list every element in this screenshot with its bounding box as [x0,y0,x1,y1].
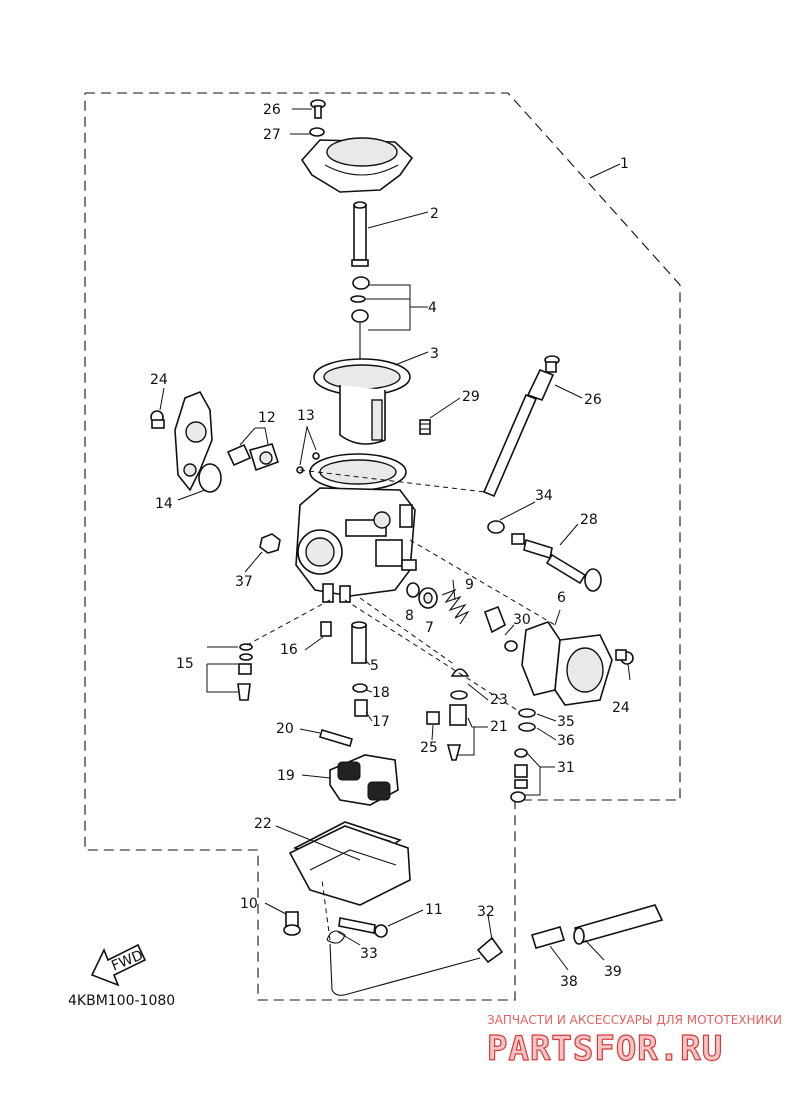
callout-18: 18 [372,685,390,701]
part-2-needle-holder[interactable] [351,201,369,267]
part-33-drain-hose[interactable] [329,936,504,996]
part-40-hose[interactable] [573,904,664,945]
callout-9: 9 [465,577,474,593]
watermark-subtitle: ЗАПЧАСТИ И АКСЕССУАРЫ ДЛЯ МОТОТЕХНИКИ [487,1013,782,1027]
part-18-washer[interactable] [352,683,368,693]
callout-31: 30 [513,612,531,628]
part-37-washer[interactable] [518,722,536,732]
part-15-pilot-screw-set[interactable] [237,643,253,701]
callout-20: 20 [276,721,294,737]
callout-37: 36 [557,733,575,749]
callout-19: 19 [277,768,295,784]
part-24-screw-left[interactable] [150,410,165,429]
part-30-spring[interactable] [419,419,431,435]
callout-6: 6 [557,590,566,606]
throttle-body-bracket[interactable] [174,390,213,492]
callout-34: 33 [360,946,378,962]
part-7-washer[interactable] [418,587,438,609]
part-19-float[interactable] [329,754,399,806]
part-3-diaphragm-piston[interactable] [313,358,411,445]
callout-28: 27 [263,127,281,143]
part-27-screw[interactable] [310,99,326,119]
callout-13: 13 [297,408,315,424]
part-10-screw[interactable] [283,911,301,936]
callout-11: 11 [425,902,443,918]
part-38-nut[interactable] [259,533,281,554]
callout-17: 17 [372,714,390,730]
part-6-diaphragm-cover[interactable] [521,621,613,706]
callout-21: 21 [490,719,508,735]
callout-27: 26 [263,102,281,118]
callout-32: 31 [557,760,575,776]
watermark-brand: PARTSFOR.RU [487,1029,723,1069]
callout-labels: 26 27 1 2 4 3 24 29 26 13 12 14 34 28 37… [150,102,630,990]
carb-top-cap[interactable] [300,137,414,193]
callout-14: 14 [155,496,173,512]
callout-39: 38 [560,974,578,990]
callout-40: 39 [604,964,622,980]
carburetor-body[interactable] [295,453,417,603]
callout-30: 29 [462,389,480,405]
callout-24-left: 24 [150,372,168,388]
part-17-main-jet[interactable] [354,699,368,717]
callout-38: 37 [235,574,253,590]
callout-35: 34 [535,488,553,504]
part-5-needle-jet[interactable] [351,621,367,664]
callout-26: 26 [584,392,602,408]
callout-1: 1 [620,156,629,172]
part-23-cap[interactable] [450,668,470,677]
callout-4: 4 [428,300,437,316]
diagram-code: 4KBM100-1080 [68,993,175,1009]
callout-10: 10 [240,896,258,912]
fwd-arrow-icon [90,943,147,987]
callout-33: 32 [477,904,495,920]
assembly-boundary [84,92,681,1001]
callout-3: 3 [430,346,439,362]
part-9-spring[interactable] [441,588,470,625]
float-bowl[interactable] [288,825,411,906]
callout-22: 22 [254,816,272,832]
callout-2: 2 [430,206,439,222]
part-25-jet[interactable] [426,711,440,725]
part-31-screw[interactable] [483,605,518,652]
part-21-float-valve[interactable] [446,690,468,761]
part-36-o-ring[interactable] [518,708,536,718]
fwd-label: FWD [109,947,145,974]
watermark: ЗАПЧАСТИ И АКСЕССУАРЫ ДЛЯ МОТОТЕХНИКИ PA… [486,1013,782,1070]
part-34-clip[interactable] [326,930,346,944]
part-35-washer[interactable] [487,520,505,534]
part-28-washer[interactable] [309,127,325,137]
part-20-float-pin[interactable] [319,729,353,747]
part-11-drain-screw[interactable] [338,917,388,938]
part-39-fitting[interactable] [530,926,566,949]
callout-12: 12 [258,410,276,426]
callout-5: 5 [370,658,379,674]
callout-25: 25 [420,740,438,756]
callout-24-right: 24 [612,700,630,716]
callout-23: 23 [490,692,508,708]
callout-15: 15 [176,656,194,672]
part-24-screw-right[interactable] [615,649,634,665]
part-12-plunger-set[interactable] [226,443,280,472]
leader-lines [159,108,631,971]
part-8-o-ring[interactable] [406,582,420,598]
callout-36: 35 [557,714,575,730]
part-32-screw-spring[interactable] [510,748,528,803]
part-16-jet[interactable] [320,621,332,637]
callout-8: 8 [405,608,414,624]
part-29-adjust-screw[interactable] [511,533,602,592]
part-26-throttle-stop-rod[interactable] [482,355,560,498]
part-14-o-ring[interactable] [198,463,222,493]
callout-7: 7 [425,620,434,636]
callout-16: 16 [280,642,298,658]
callout-29: 28 [580,512,598,528]
